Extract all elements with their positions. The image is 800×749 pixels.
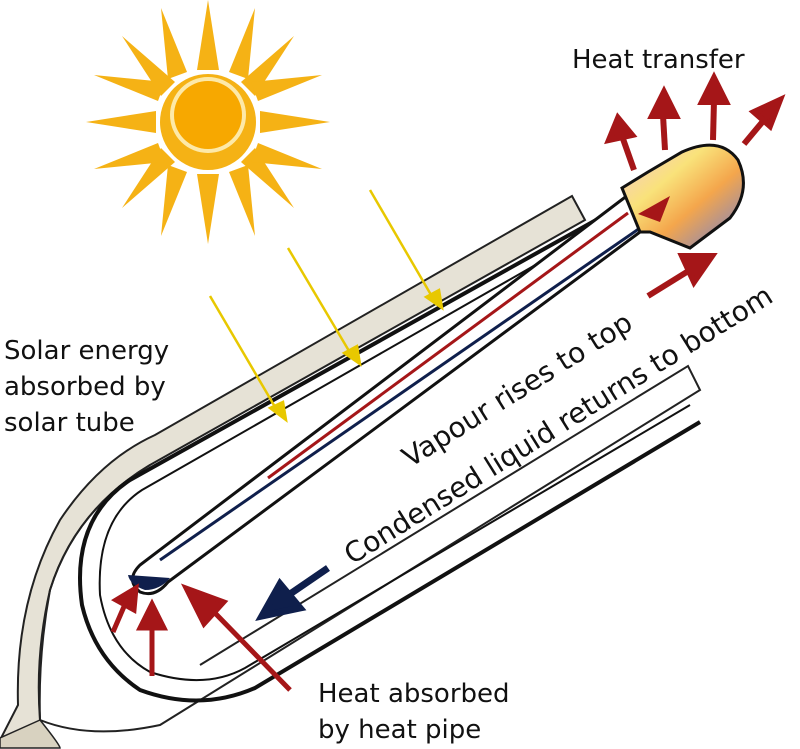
outer-glass-tube	[0, 194, 702, 749]
vapour-arrow	[646, 253, 718, 299]
solar-energy-label: Solar energy absorbed by solar tube	[4, 336, 170, 438]
heat-transfer-arrows	[604, 71, 786, 171]
sunray-arrows	[208, 189, 444, 423]
condenser-bulb	[620, 143, 745, 250]
heat-absorbed-arrows	[110, 583, 292, 692]
condensed-liquid-arrow	[255, 565, 330, 622]
heat-absorbed-label: Heat absorbed by heat pipe	[318, 679, 510, 745]
inner-absorber-tube	[78, 213, 702, 703]
sun-icon	[86, 0, 330, 244]
heat-transfer-label: Heat transfer	[572, 45, 745, 75]
heat-pipe	[128, 193, 641, 596]
